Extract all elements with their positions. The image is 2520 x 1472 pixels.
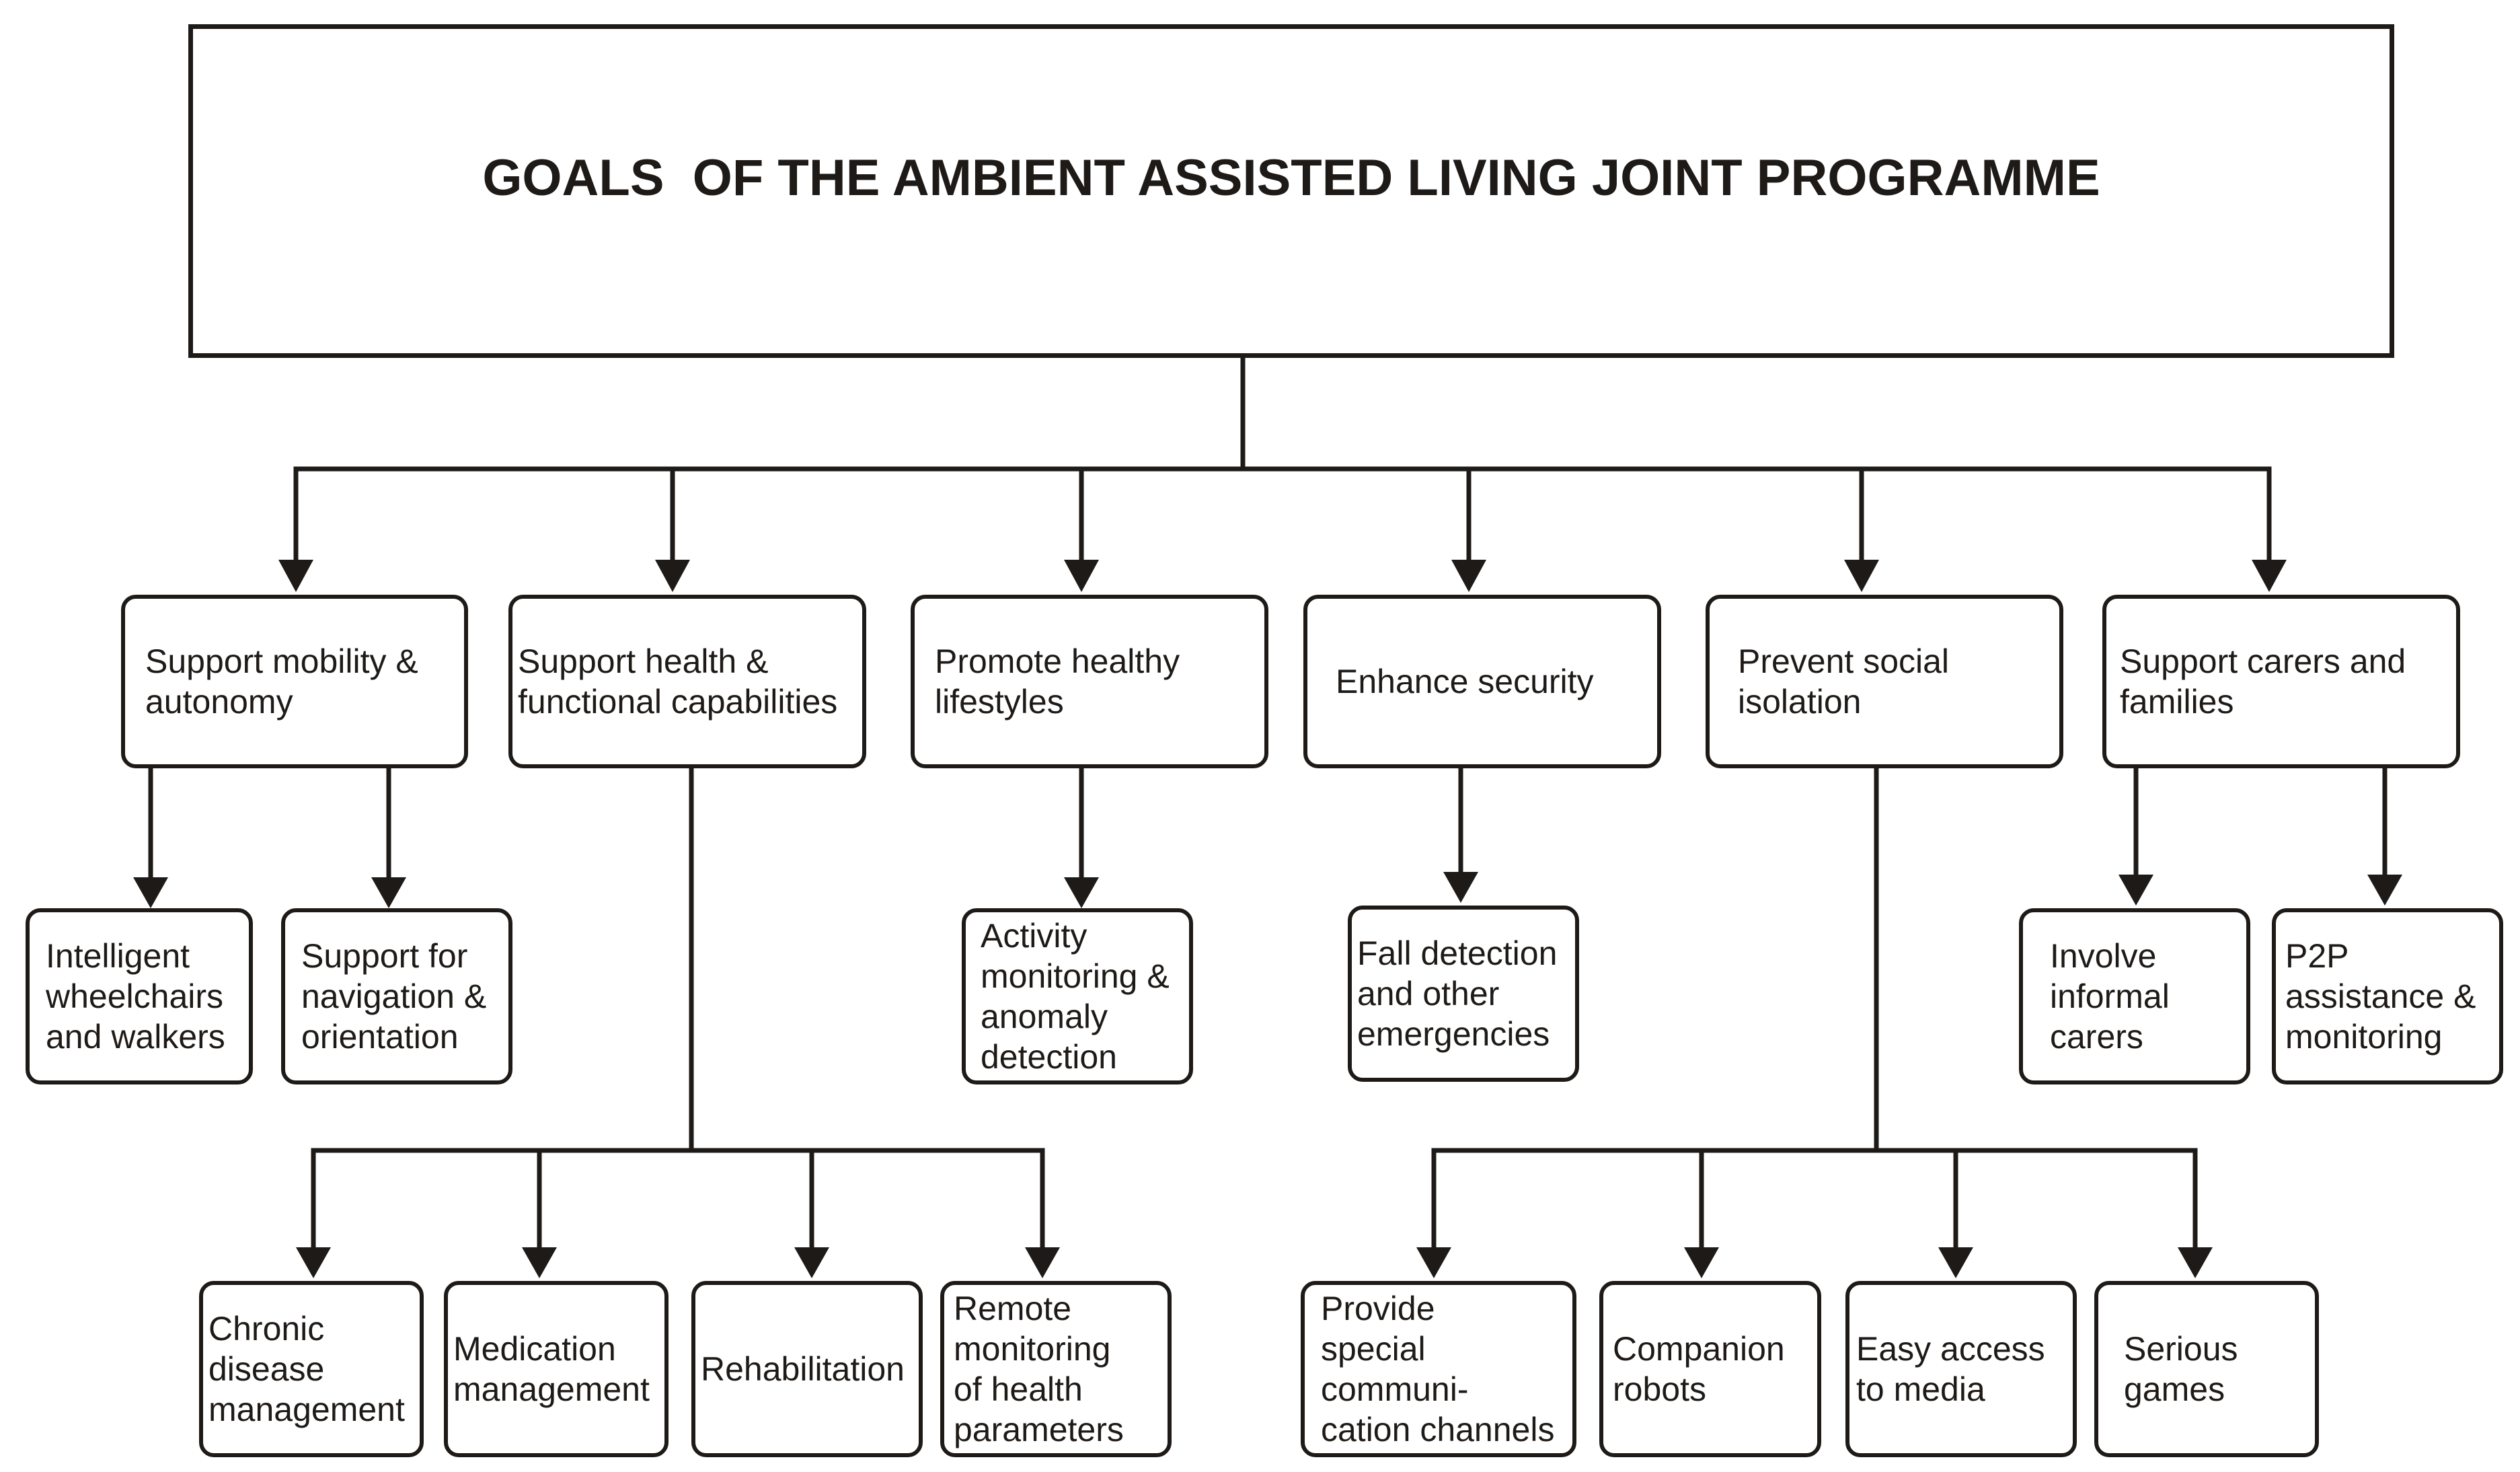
subgoal-box-navigation: Support for navigation & orientation bbox=[281, 908, 512, 1084]
subgoal-box-wheelchairs: Intelligent wheelchairs and walkers bbox=[26, 908, 253, 1084]
goal-box-isolation: Prevent social isolation bbox=[1706, 595, 2063, 768]
goal-box-security: Enhance security bbox=[1303, 595, 1661, 768]
carers-arrows bbox=[2118, 763, 2402, 906]
goal-box-carers: Support carers and families bbox=[2102, 595, 2460, 768]
subgoal-box-serious-games: Serious games bbox=[2094, 1281, 2319, 1457]
subgoal-box-remote-monitoring: Remote monitoring of health parameters bbox=[940, 1281, 1172, 1457]
subgoal-box-fall-detection: Fall detection and other emergencies bbox=[1348, 906, 1579, 1082]
lifestyles-arrows bbox=[1064, 763, 1099, 908]
arrowhead-goal-lifestyles bbox=[1064, 560, 1099, 592]
isolation-arrows bbox=[1416, 763, 2213, 1278]
subgoal-box-rehabilitation: Rehabilitation bbox=[691, 1281, 923, 1457]
subgoal-box-media-access: Easy access to media bbox=[1845, 1281, 2077, 1457]
subgoal-box-communication-channels: Provide special communi- cation channels bbox=[1301, 1281, 1576, 1457]
goal-box-health: Support health & functional capabilities bbox=[508, 595, 866, 768]
security-arrows bbox=[1443, 763, 1478, 903]
subgoal-box-companion-robots: Companion robots bbox=[1599, 1281, 1821, 1457]
arrowhead-goal-security bbox=[1451, 560, 1486, 592]
subgoal-box-chronic-disease: Chronic disease management bbox=[199, 1281, 424, 1457]
diagram-title: GOALS OF THE AMBIENT ASSISTED LIVING JOI… bbox=[188, 24, 2394, 358]
subgoal-box-activity-monitoring: Activity monitoring & anomaly detection bbox=[962, 908, 1193, 1084]
goal-box-lifestyles: Promote healthy lifestyles bbox=[911, 595, 1268, 768]
goal-arrows bbox=[278, 466, 2287, 592]
arrowhead-goal-isolation bbox=[1844, 560, 1879, 592]
subgoal-box-p2p-assistance: P2P assistance & monitoring bbox=[2272, 908, 2503, 1084]
goal-box-mobility: Support mobility & autonomy bbox=[121, 595, 468, 768]
subgoal-box-informal-carers: Involve informal carers bbox=[2019, 908, 2250, 1084]
arrowhead-goal-carers bbox=[2252, 560, 2287, 592]
mobility-arrows bbox=[133, 763, 406, 908]
arrowhead-goal-mobility bbox=[278, 560, 313, 592]
health-arrows bbox=[296, 763, 1060, 1278]
subgoal-box-medication: Medication management bbox=[444, 1281, 669, 1457]
arrowhead-goal-health bbox=[655, 560, 690, 592]
